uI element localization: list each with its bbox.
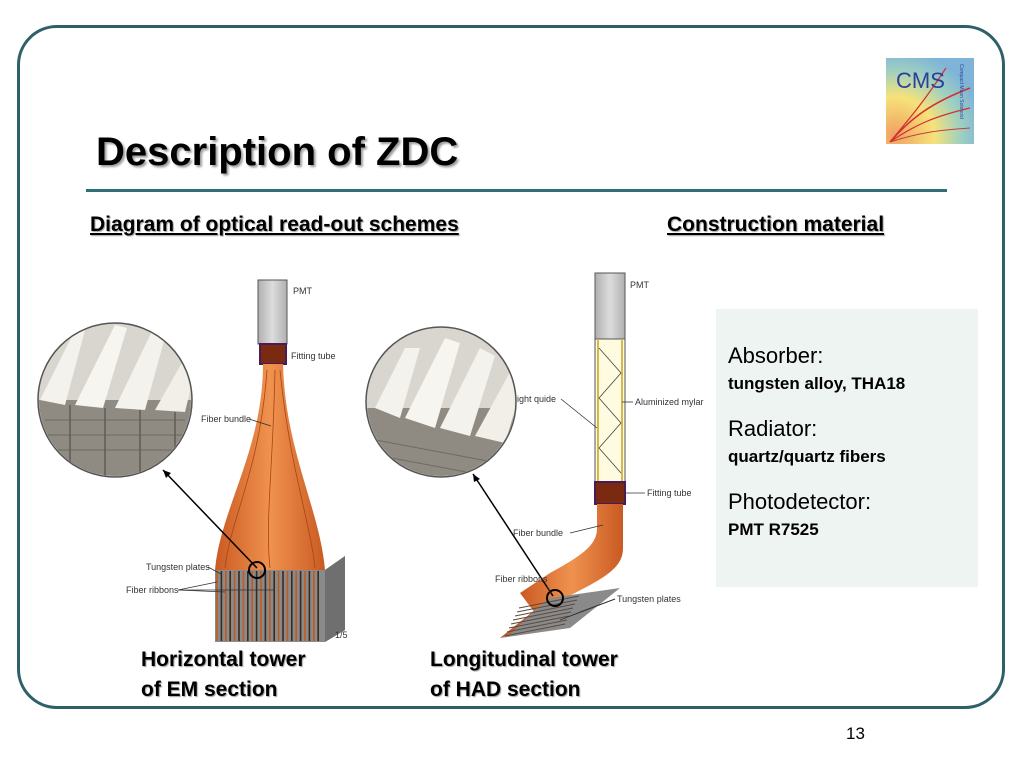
em-tungsten-label: Tungsten plates (146, 562, 210, 572)
photodetector-value: PMT R7525 (728, 520, 819, 539)
em-pmt-label: PMT (293, 286, 313, 296)
em-caption: Horizontal tower of EM section (141, 645, 306, 705)
em-scale-label: 1/5 (335, 630, 348, 640)
material-heading: Construction material (667, 213, 885, 236)
slide-title: Description of ZDC (96, 130, 459, 174)
had-caption-line1: Longitudinal tower (430, 648, 618, 671)
radiator-value: quartz/quartz fibers (728, 447, 886, 466)
em-fiber-ribbons-label: Fiber ribbons (126, 585, 179, 595)
had-caption-line2: of HAD section (430, 678, 581, 701)
had-light-guide-label: ight quide (517, 394, 556, 404)
had-tower-diagram: PMT ight quide Aluminized mylar Fitting … (365, 272, 704, 638)
had-tungsten-label: Tungsten plates (617, 594, 681, 604)
had-plate-line (510, 611, 572, 625)
em-fitting-tube-label: Fitting tube (291, 351, 336, 361)
had-fitting-tube (594, 481, 626, 505)
em-caption-line1: Horizontal tower (141, 648, 306, 671)
had-fiber-bundle-label: Fiber bundle (513, 528, 563, 538)
title-rule (86, 189, 947, 192)
em-tower-diagram: PMT Fitting tube Fiber bundle Tungsten p… (37, 279, 348, 642)
had-pmt (594, 272, 626, 340)
em-caption-line2: of EM section (141, 678, 278, 701)
had-plate-line (506, 619, 568, 633)
had-plate-line (516, 599, 578, 613)
radiator-label: Radiator: (728, 416, 818, 441)
em-fitting-tube (259, 343, 287, 365)
photodetector-label: Photodetector: (728, 489, 872, 514)
page-number: 13 (846, 724, 865, 743)
had-mylar-label: Aluminized mylar (635, 397, 704, 407)
em-pmt (257, 279, 288, 345)
had-plate-line (512, 607, 574, 621)
had-plate-line (508, 615, 570, 629)
absorber-label: Absorber: (728, 343, 824, 368)
had-plate-line (514, 603, 576, 617)
em-fiber-bundle-label: Fiber bundle (201, 414, 251, 424)
material-panel: Absorber: tungsten alloy, THA18 Radiator… (716, 309, 978, 587)
had-caption: Longitudinal tower of HAD section (430, 645, 618, 705)
had-pmt-label: PMT (630, 280, 650, 290)
cms-logo: CMS Compact Muon Solenoid (886, 58, 974, 144)
svg-text:CMS: CMS (896, 68, 945, 93)
diagram-heading: Diagram of optical read-out schemes (90, 213, 459, 236)
slide-frame (17, 25, 1005, 709)
had-fitting-tube-label: Fitting tube (647, 488, 692, 498)
had-plate-line (504, 623, 566, 637)
em-fiber-bundle (215, 364, 325, 570)
had-tungsten-block (500, 588, 620, 638)
absorber-value: tungsten alloy, THA18 (728, 374, 906, 393)
svg-text:Compact Muon Solenoid: Compact Muon Solenoid (958, 64, 964, 119)
had-fiber-ribbons-label: Fiber ribbons (495, 574, 548, 584)
